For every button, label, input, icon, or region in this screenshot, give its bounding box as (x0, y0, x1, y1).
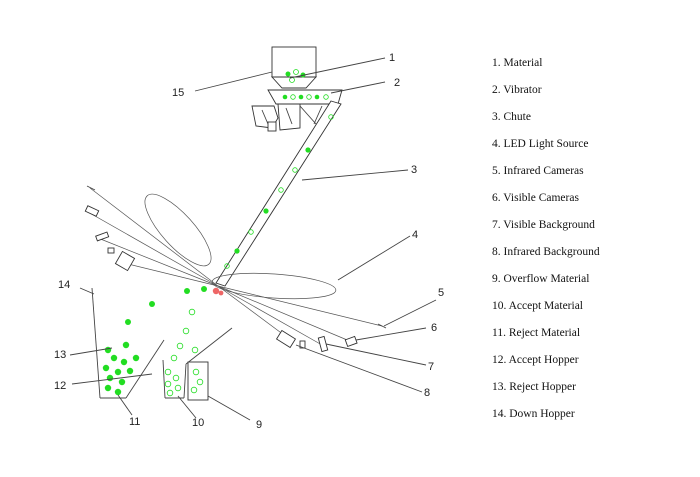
left-sensors (84, 185, 136, 272)
legend-item-5: 5. Infrared Cameras (492, 165, 584, 177)
callout-10: 10 (192, 417, 204, 429)
legend-item-12: 12. Accept Hopper (492, 354, 579, 366)
callout-9: 9 (256, 419, 262, 431)
legend-item-7: 7. Visible Background (492, 219, 595, 231)
feed-hopper (270, 46, 318, 89)
optical-lines (87, 187, 383, 346)
legend-item-8: 8. Infrared Background (492, 246, 600, 258)
hoppers (91, 287, 233, 401)
leader-lines (69, 57, 437, 421)
callout-12: 12 (54, 380, 66, 392)
legend-item-14: 14. Down Hopper (492, 408, 575, 420)
legend-item-13: 13. Reject Hopper (492, 381, 576, 393)
callout-13: 13 (54, 349, 66, 361)
legend-item-2: 2. Vibrator (492, 84, 542, 96)
callout-11: 11 (129, 416, 140, 428)
legend-item-3: 3. Chute (492, 111, 531, 123)
callout-15: 15 (172, 87, 184, 99)
accept-pile (164, 368, 204, 397)
legend-item-6: 6. Visible Cameras (492, 192, 579, 204)
led-light-source (144, 193, 337, 300)
vibrator (251, 89, 343, 132)
callout-1: 1 (389, 52, 395, 64)
legend-item-4: 4. LED Light Source (492, 138, 588, 150)
chute (215, 100, 342, 287)
right-sensors (275, 323, 387, 353)
callout-4: 4 (412, 229, 418, 241)
callout-2: 2 (394, 77, 400, 89)
callout-5: 5 (438, 287, 444, 299)
callout-3: 3 (411, 164, 417, 176)
legend-item-9: 9. Overflow Material (492, 273, 589, 285)
legend-item-11: 11. Reject Material (492, 327, 580, 339)
ejection-point (212, 287, 224, 296)
falling-material (125, 286, 207, 362)
legend: 1. Material 2. Vibrator 3. Chute 4. LED … (492, 57, 600, 420)
legend-item-1: 1. Material (492, 57, 542, 69)
callout-numbers: 1 2 3 4 5 6 7 8 9 10 11 12 13 14 15 (54, 52, 444, 431)
callout-8: 8 (424, 387, 430, 399)
callout-7: 7 (428, 361, 434, 373)
legend-item-10: 10. Accept Material (492, 300, 583, 312)
callout-14: 14 (58, 279, 70, 291)
reject-pile (102, 341, 140, 396)
callout-6: 6 (431, 322, 437, 334)
